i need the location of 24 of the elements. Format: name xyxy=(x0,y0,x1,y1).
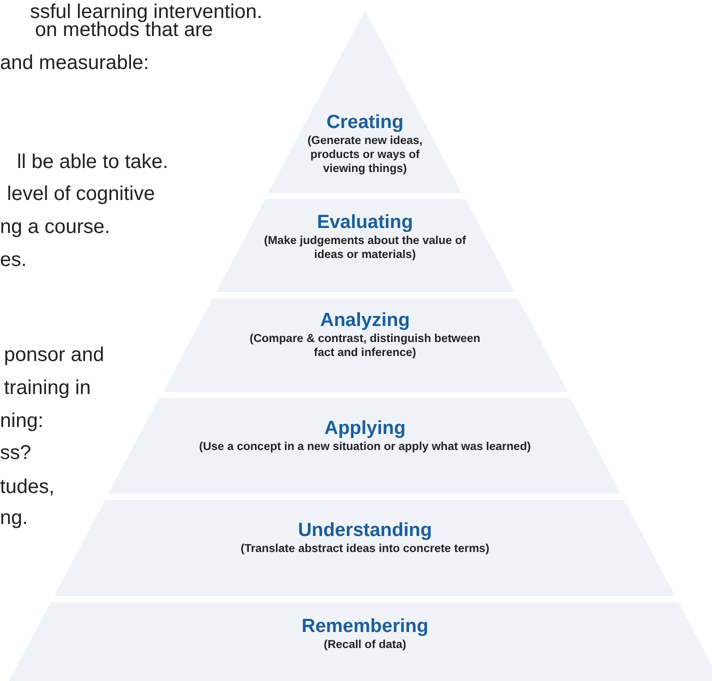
level-description: (Generate new ideas, products or ways of viewing things) xyxy=(306,134,424,176)
level-title: Creating xyxy=(326,112,404,133)
level-title: Analyzing xyxy=(320,310,410,331)
level-title: Evaluating xyxy=(316,212,414,233)
paragraph-text: ll be able to take. xyxy=(17,150,168,174)
level-description: (Translate abstract ideas into concrete terms) xyxy=(240,542,490,556)
paragraph-text: level of cognitive xyxy=(7,182,155,206)
level-description: (Use a concept in a new situation or apply what was learned) xyxy=(199,440,531,454)
paragraph-text: ponsor and xyxy=(4,343,104,367)
paragraph-text: es. xyxy=(0,248,27,272)
level-description: (Recall of data) xyxy=(324,638,406,652)
level-description: (Compare & contrast, distinguish between fact and inference) xyxy=(248,332,482,360)
level-title: Understanding xyxy=(298,520,432,541)
paragraph-text: ng. xyxy=(0,506,28,530)
paragraph-text: training in xyxy=(4,376,91,400)
paragraph-text: tudes, xyxy=(0,475,54,499)
paragraph-text: ng a course. xyxy=(0,215,110,239)
paragraph-text: and measurable: xyxy=(0,51,149,75)
paragraph-text: ning: xyxy=(0,409,44,433)
level-title: Remembering xyxy=(302,616,428,637)
level-title: Applying xyxy=(324,418,406,439)
paragraph-text: ssful learning intervention. xyxy=(30,0,262,23)
level-description: (Make judgements about the value of ideas or materials) xyxy=(263,234,467,262)
paragraph-text: ss? xyxy=(0,441,32,465)
